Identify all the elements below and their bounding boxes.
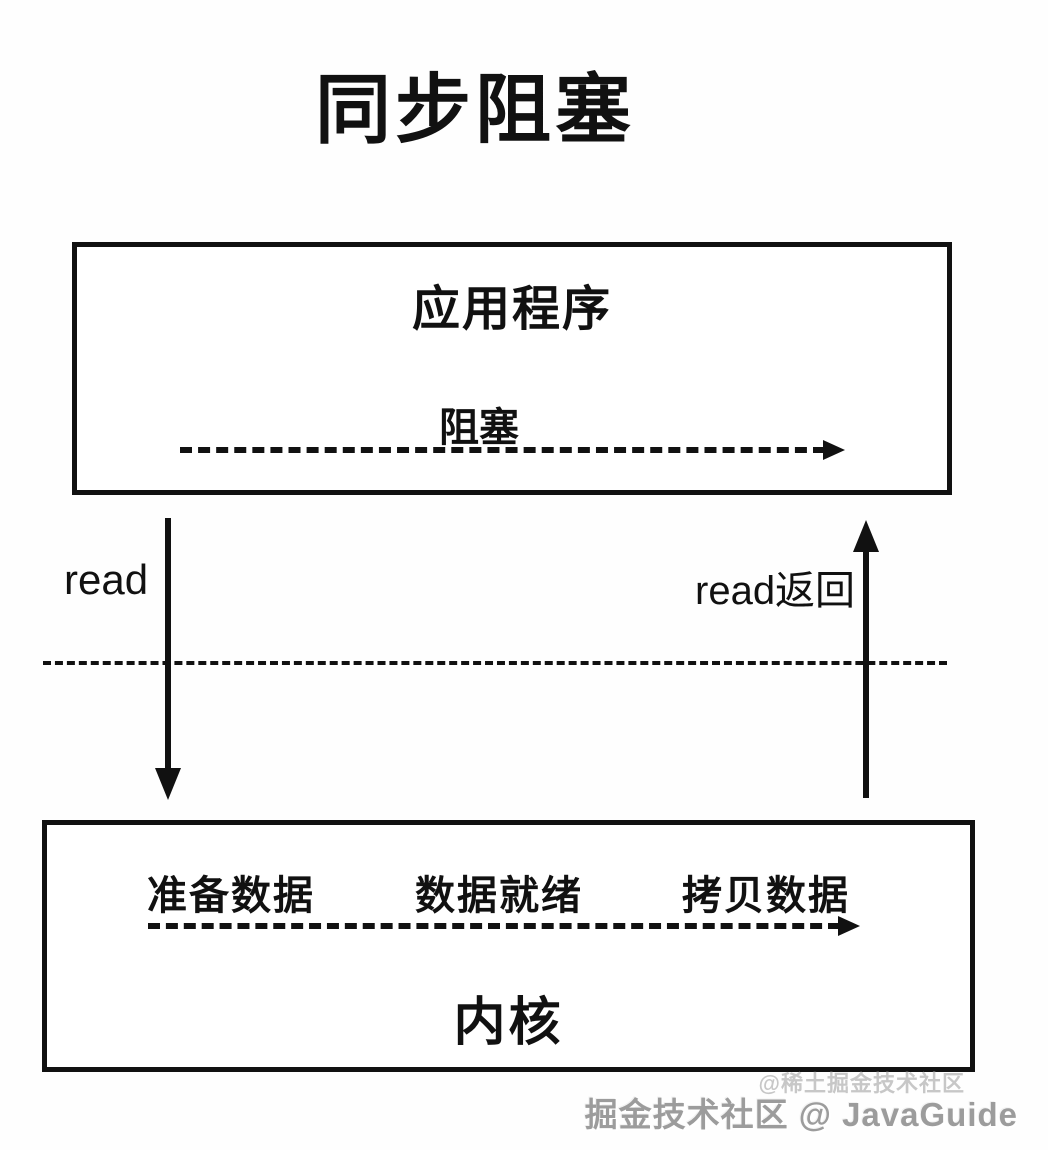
blocking-label: 阻塞 bbox=[439, 406, 519, 450]
read-down-arrow-icon bbox=[155, 518, 181, 800]
kernel-box: 准备数据 数据就绪 拷贝数据 内核 bbox=[42, 820, 975, 1072]
read-return-label: read返回 bbox=[695, 569, 856, 613]
application-box-label: 应用程序 bbox=[411, 283, 612, 336]
watermark-large: 掘金技术社区 @ JavaGuide bbox=[584, 1096, 1018, 1133]
kernel-box-label: 内核 bbox=[453, 994, 564, 1052]
read-call-label: read bbox=[64, 556, 149, 603]
kernel-step-data-ready: 数据就绪 bbox=[415, 874, 583, 918]
page-title: 同步阻塞 bbox=[315, 68, 635, 153]
user-kernel-boundary-dashed-line bbox=[43, 661, 947, 665]
read-return-up-arrow-icon bbox=[853, 520, 879, 798]
kernel-dashed-arrow-icon bbox=[148, 916, 860, 936]
kernel-step-copy-data: 拷贝数据 bbox=[682, 874, 850, 918]
kernel-step-prepare-data: 准备数据 bbox=[147, 874, 315, 918]
watermark-small: @稀土掘金技术社区 bbox=[758, 1071, 965, 1096]
blocking-dashed-arrow-icon bbox=[180, 440, 845, 460]
application-box: 应用程序 阻塞 bbox=[72, 242, 952, 495]
